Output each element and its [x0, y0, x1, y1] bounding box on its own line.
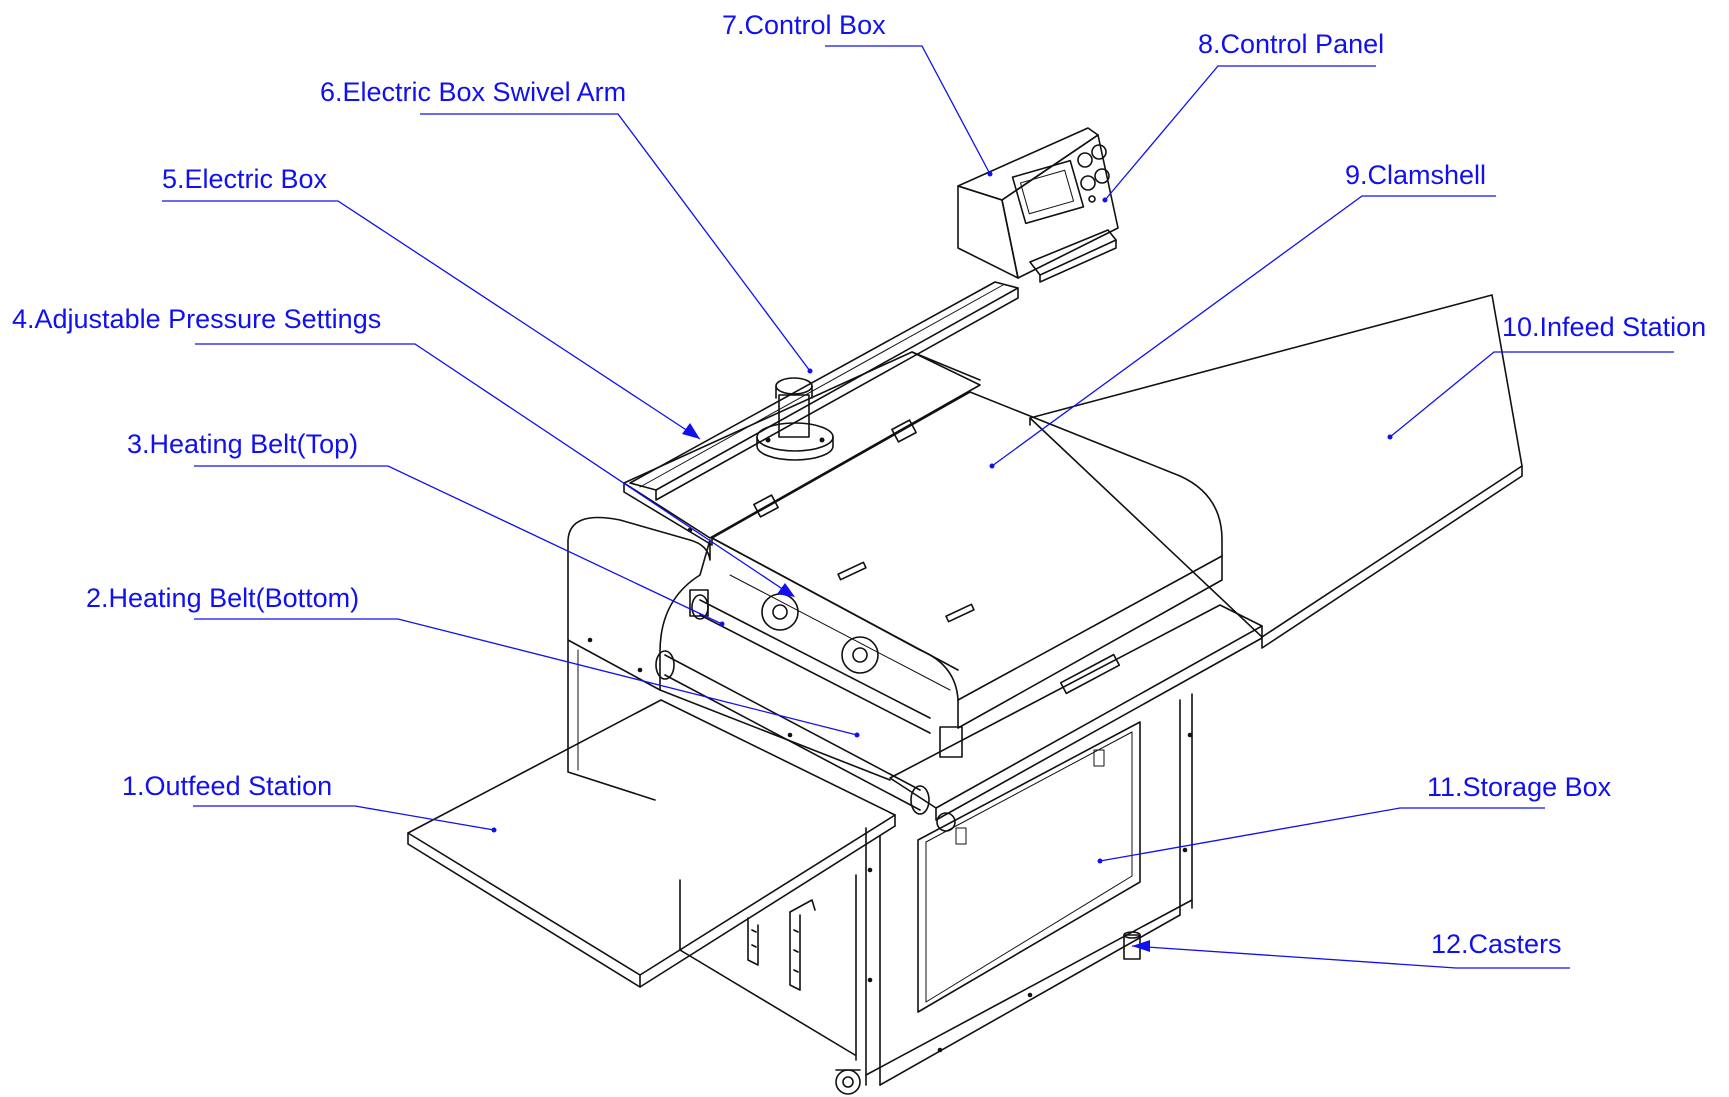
label-control-box: 7.Control Box: [722, 10, 886, 40]
label-electric-box-swivel-arm: 6.Electric Box Swivel Arm: [320, 77, 626, 107]
electric-box-top: [623, 351, 981, 546]
callout-storage-box: 11.Storage Box: [1097, 772, 1612, 864]
front-rail: [889, 604, 1263, 832]
label-infeed-station: 10.Infeed Station: [1502, 312, 1706, 342]
heating-belts: [655, 589, 963, 815]
machine-drawing: [407, 127, 1523, 1095]
callout-heating-belt-top: 3.Heating Belt(Top): [127, 429, 725, 627]
screw-dots: [587, 527, 1193, 1053]
label-adjustable-pressure-settings: 4.Adjustable Pressure Settings: [12, 304, 381, 334]
callout-control-box: 7.Control Box: [722, 10, 993, 177]
callout-casters: 12.Casters: [1131, 929, 1570, 969]
label-electric-box: 5.Electric Box: [162, 164, 328, 194]
callout-adjustable-pressure-settings: 4.Adjustable Pressure Settings: [12, 304, 795, 597]
callout-clamshell: 9.Clamshell: [989, 160, 1496, 469]
label-storage-box: 11.Storage Box: [1427, 772, 1612, 802]
outfeed-station-table: [407, 699, 896, 988]
control-box-housing: [957, 127, 1119, 283]
label-casters: 12.Casters: [1431, 929, 1562, 959]
label-clamshell: 9.Clamshell: [1345, 160, 1486, 190]
label-heating-belt-bottom: 2.Heating Belt(Bottom): [86, 583, 359, 613]
label-control-panel: 8.Control Panel: [1198, 29, 1384, 59]
swivel-arm-beam: [629, 281, 1019, 501]
callout-outfeed-station: 1.Outfeed Station: [122, 771, 497, 833]
callout-infeed-station: 10.Infeed Station: [1387, 312, 1706, 440]
storage-box-door: [917, 721, 1141, 1013]
rack-bracket: [747, 899, 816, 991]
label-heating-belt-top: 3.Heating Belt(Top): [127, 429, 358, 459]
infeed-station-table: [1029, 294, 1523, 649]
swivel-post: [756, 377, 834, 461]
callout-electric-box: 5.Electric Box: [162, 164, 701, 440]
casters: [835, 931, 1141, 1095]
callout-control-panel: 8.Control Panel: [1102, 29, 1384, 203]
callouts: 1.Outfeed Station 2.Heating Belt(Bottom)…: [12, 10, 1706, 969]
clamshell-housing: [567, 391, 1223, 729]
lower-frame: [567, 639, 1193, 1086]
label-outfeed-station: 1.Outfeed Station: [122, 771, 332, 801]
callout-electric-box-swivel-arm: 6.Electric Box Swivel Arm: [320, 77, 813, 374]
callout-heating-belt-bottom: 2.Heating Belt(Bottom): [86, 583, 860, 738]
